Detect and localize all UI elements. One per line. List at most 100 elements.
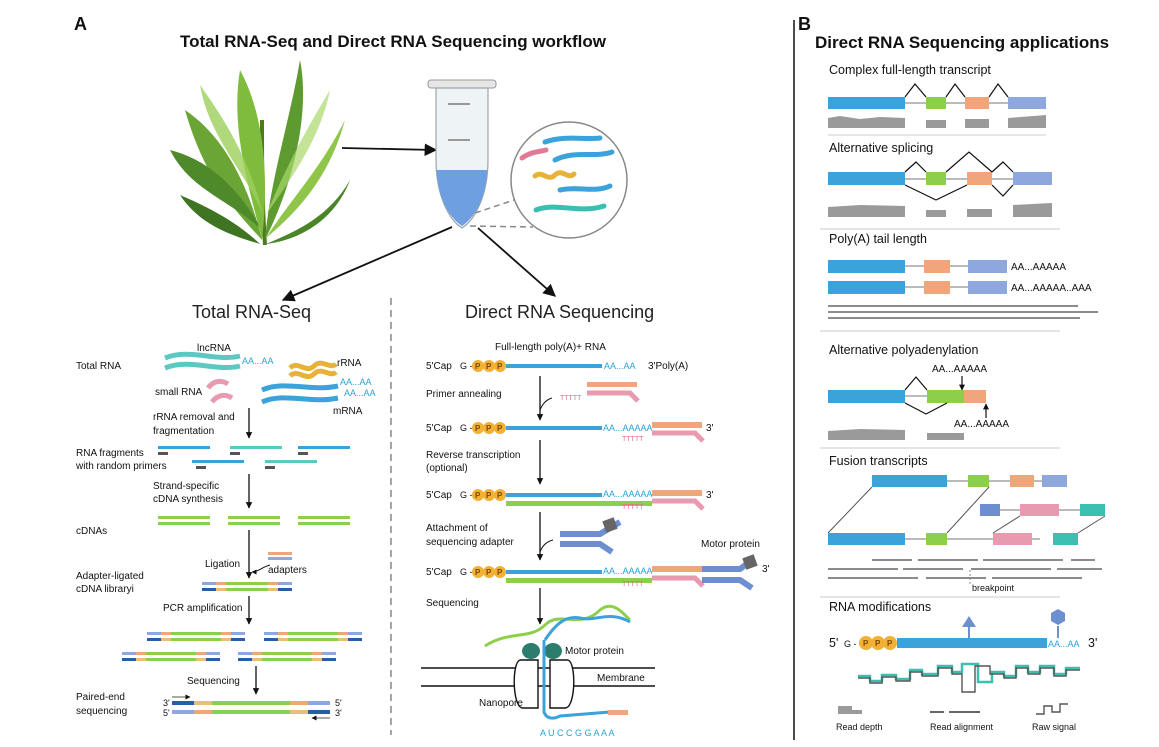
panel-b-letter: B — [798, 14, 811, 34]
mrna-tail-2: AA...AA — [344, 388, 376, 398]
label-primer-annealing: Primer annealing — [426, 389, 502, 400]
total-rnaseq-workflow: Total RNA lncRNA AA...AA rRNA small RNA … — [75, 343, 376, 721]
label-rt-2: (optional) — [426, 463, 468, 474]
raw-signal-teal — [858, 662, 1080, 684]
label-fragments-1: RNA fragments — [76, 448, 144, 459]
legend-read-alignment: Read alignment — [930, 722, 994, 732]
tube-to-total-arrow — [281, 226, 453, 302]
cap-row3: 5'Cap — [426, 490, 452, 501]
cap-row1: 5'Cap — [426, 361, 452, 372]
label-cdnas: cDNAs — [76, 526, 107, 537]
p2-row1: P — [486, 362, 492, 371]
label-paired-1: Paired-end — [76, 692, 125, 703]
ttt-row2: TTTTT — [622, 436, 644, 443]
ttt-primer: TTTTT — [560, 395, 582, 402]
app-title-apa: Alternative polyadenylation — [829, 343, 978, 357]
lncrna-tail: AA...AA — [242, 356, 274, 366]
panel-a-letter: A — [74, 14, 87, 34]
p1-row4: P — [475, 568, 481, 577]
app-fusion-transcripts: Fusion transcripts breakpoint — [820, 454, 1106, 598]
tail-row1: AA...AA — [604, 361, 636, 371]
apa-label-top: AA...AAAAA — [932, 364, 987, 375]
label-cdna-synth-1: Strand-specific — [153, 481, 219, 492]
label-sequencing-right: Sequencing — [426, 598, 479, 609]
tail-row4: AA...AAAAA — [603, 566, 653, 576]
three-row2: 3' — [706, 423, 714, 434]
label-rt-1: Reverse transcription — [426, 450, 520, 461]
label-breakpoint: breakpoint — [972, 583, 1015, 593]
label-motor-protein-top: Motor protein — [701, 539, 760, 550]
legend-raw-signal: Raw signal — [1032, 722, 1076, 732]
label-attach-2: sequencing adapter — [426, 537, 515, 548]
cap-row2: 5'Cap — [426, 423, 452, 434]
label-sequencing-left: Sequencing — [187, 676, 240, 687]
paired-5p-top: 5' — [335, 698, 342, 708]
app-title-fusion: Fusion transcripts — [829, 454, 928, 468]
mod-5p: 5' — [829, 636, 838, 650]
legend-depth-icon — [838, 706, 862, 714]
label-fragments-2: with random primers — [75, 461, 167, 472]
p2-row4: P — [486, 568, 492, 577]
p1-row1: P — [475, 362, 481, 371]
polya-tail-short: AA...AAAAA — [1011, 262, 1066, 273]
mod-g: G - — [844, 639, 857, 649]
label-attach-1: Attachment of — [426, 523, 488, 534]
app-polya-tail: Poly(A) tail length AA...AAAAA AA...AAAA… — [820, 232, 1098, 332]
app-complex-transcript: Complex full-length transcript — [828, 63, 1046, 136]
p1-row2: P — [475, 424, 481, 433]
plant-icon — [170, 60, 350, 246]
paired-5p-bottom: 5' — [163, 708, 170, 718]
app-title-polya: Poly(A) tail length — [829, 232, 927, 246]
label-full-length: Full-length poly(A)+ RNA — [495, 342, 606, 353]
app-title-splicing: Alternative splicing — [829, 141, 933, 155]
label-cdna-synth-2: cDNA synthesis — [153, 494, 223, 505]
panel-b-title: Direct RNA Sequencing applications — [815, 33, 1109, 52]
label-3-polya: 3'Poly(A) — [648, 361, 688, 372]
label-membrane: Membrane — [597, 673, 645, 684]
cap-row4: 5'Cap — [426, 567, 452, 578]
p1-row3: P — [475, 491, 481, 500]
label-rrna-removal-1: rRNA removal and — [153, 412, 235, 423]
zoom-line-2 — [469, 225, 534, 228]
label-rrna-removal-2: fragmentation — [153, 426, 214, 437]
label-mrna: mRNA — [333, 406, 363, 417]
label-rrna: rRNA — [337, 358, 362, 369]
motor-protein-left — [522, 643, 540, 659]
ttt-row3: TTTTT — [622, 504, 644, 511]
motor-protein-right — [544, 643, 562, 659]
label-nanopore: Nanopore — [479, 698, 523, 709]
direct-rnaseq-title: Direct RNA Sequencing — [465, 302, 654, 322]
raw-signal-gray — [858, 665, 1080, 693]
mod-p3: P — [887, 639, 893, 648]
tube-to-direct-arrow — [477, 227, 556, 297]
label-adapter-lib-1: Adapter-ligated — [76, 571, 144, 582]
label-adapters: adapters — [268, 565, 307, 576]
g-row4: G - — [460, 567, 473, 577]
ttt-row4: TTTTT — [622, 581, 644, 588]
mod-tail: AA...AA — [1048, 639, 1080, 649]
p3-row3: P — [497, 491, 503, 500]
motor-protein-icon-small — [602, 517, 618, 533]
app-alternative-splicing: Alternative splicing — [820, 141, 1060, 230]
nanopore-right-half — [549, 659, 575, 709]
mod-3p: 3' — [1088, 636, 1097, 650]
hexagon-modification-icon — [1051, 609, 1065, 625]
g-row2: G - — [460, 423, 473, 433]
label-paired-2: sequencing — [76, 706, 127, 717]
p3-row1: P — [497, 362, 503, 371]
polya-tail-long: AA...AAAAA..AAA — [1011, 283, 1092, 294]
plant-to-tube-arrow — [341, 143, 438, 157]
app-title-modifications: RNA modifications — [829, 600, 931, 614]
pcr-products — [122, 632, 362, 661]
three-row3: 3' — [706, 490, 714, 501]
zoom-line-1 — [474, 197, 521, 214]
label-lncrna: lncRNA — [197, 343, 231, 354]
p2-row2: P — [486, 424, 492, 433]
tube-icon — [427, 79, 497, 229]
p3-row2: P — [497, 424, 503, 433]
panel-a-title: Total RNA-Seq and Direct RNA Sequencing … — [180, 32, 607, 51]
label-adapter-lib-2: cDNA libraryi — [76, 584, 134, 595]
three-row4: 3' — [762, 564, 770, 575]
